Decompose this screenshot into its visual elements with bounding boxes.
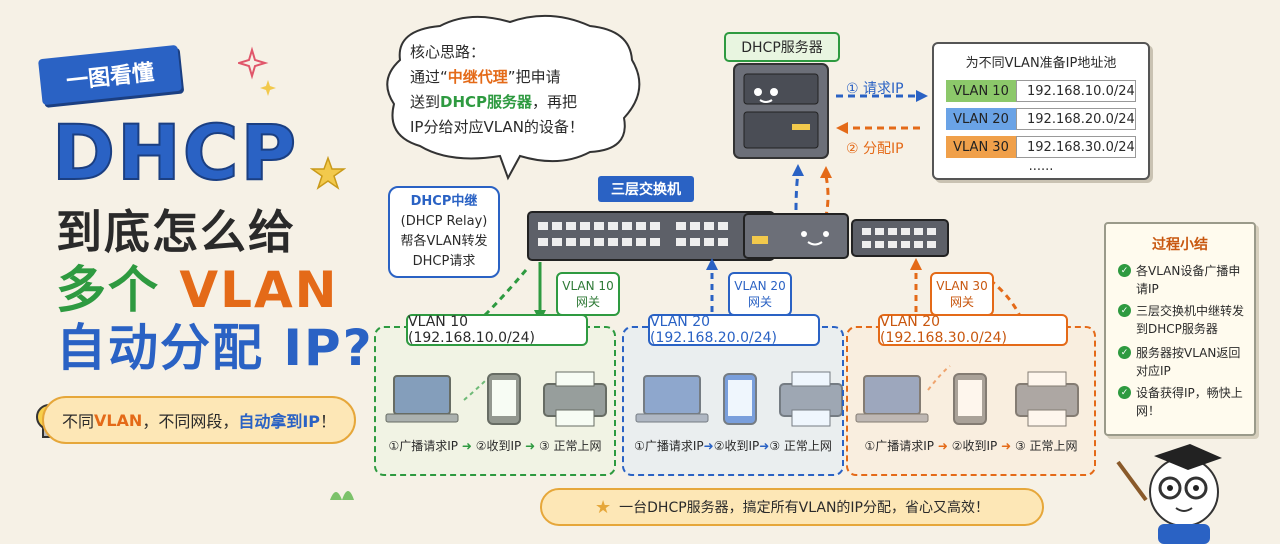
vlan20-title: VLAN 20 (192.168.20.0/24) — [648, 314, 820, 346]
dhcp-server — [733, 63, 829, 159]
pool-more: ...... — [1028, 159, 1054, 174]
mascot-graduate — [1116, 444, 1222, 544]
core-idea-text: 核心思路： 通过“中继代理”把申请 送到DHCP服务器，再把 IP分给对应VLA… — [410, 43, 584, 136]
star-icon — [310, 156, 346, 190]
assign-arrow — [836, 122, 920, 134]
ip-pool-title: 为不同VLAN准备IP地址池 — [965, 56, 1117, 71]
summary-item: ✓设备获得IP，畅快上网！ — [1118, 384, 1250, 420]
star-icon: ★ — [595, 496, 612, 518]
server-label: DHCP服务器 — [724, 32, 840, 62]
vlan30-panel: VLAN 20 (192.168.30.0/24) ①广播请求IP ➜ ②收到I… — [846, 314, 1096, 476]
vlan30-title: VLAN 20 (192.168.30.0/24) — [878, 314, 1068, 346]
request-ip-label: ① 请求IP — [846, 81, 904, 97]
summary-note: 过程小结 ✓各VLAN设备广播申请IP ✓三层交换机中继转发到DHCP服务器 ✓… — [1104, 222, 1256, 436]
check-icon: ✓ — [1118, 304, 1131, 317]
request-arrow — [836, 90, 928, 102]
title-line4: 自动分配 IP? — [56, 319, 374, 377]
grass-decoration — [330, 491, 354, 500]
summary-item: ✓服务器按VLAN返回对应IP — [1118, 344, 1250, 380]
link-vlan30-dash — [989, 278, 1022, 317]
vlan10-panel: VLAN 10 (192.168.10.0/24) ①广播请求IP ➜ ②收到I… — [374, 314, 616, 476]
vlan20-panel: VLAN 20 (192.168.20.0/24) ①广播请求IP➜②收到IP➜… — [622, 314, 844, 476]
vlan30-devices — [855, 365, 1079, 427]
check-icon: ✓ — [1118, 264, 1131, 277]
vlan30-steps: ①广播请求IP ➜ ②收到IP ➜ ③ 正常上网 — [864, 439, 1078, 453]
server-to-switch-arrow — [824, 175, 830, 217]
title-dhcp: DHCP — [51, 107, 299, 198]
dhcp-relay-box: DHCP中继 (DHCP Relay) 帮各VLAN转发 DHCP请求 — [388, 186, 500, 278]
switch-label: 三层交换机 — [598, 176, 694, 202]
footer-banner: ★一台DHCP服务器，搞定所有VLAN的IP分配，省心又高效！ — [540, 488, 1044, 526]
assign-ip-label: ② 分配IP — [846, 141, 904, 157]
vlan10-title: VLAN 10 (192.168.10.0/24) — [406, 314, 588, 346]
summary-title: 过程小结 — [1152, 237, 1208, 253]
link-vlan10-dash — [482, 269, 528, 318]
layer3-switch — [527, 211, 949, 261]
check-icon: ✓ — [1118, 386, 1131, 399]
title-line2: 到底怎么给 — [56, 205, 296, 259]
summary-item: ✓各VLAN设备广播申请IP — [1118, 262, 1250, 298]
summary-item: ✓三层交换机中继转发到DHCP服务器 — [1118, 302, 1250, 338]
title-line3: 多个 VLAN — [56, 261, 339, 319]
vlan10-steps: ①广播请求IP ➜ ②收到IP ➜ ③ 正常上网 — [388, 439, 602, 453]
check-icon: ✓ — [1118, 346, 1131, 359]
vlan10-devices — [385, 371, 607, 427]
switch-to-server-arrow — [794, 171, 800, 211]
vlan20-devices — [635, 371, 843, 427]
thought-bubble — [386, 14, 641, 181]
sparkle-icon — [238, 46, 276, 96]
vlan20-steps: ①广播请求IP➜②收到IP➜③ 正常上网 — [634, 439, 832, 453]
